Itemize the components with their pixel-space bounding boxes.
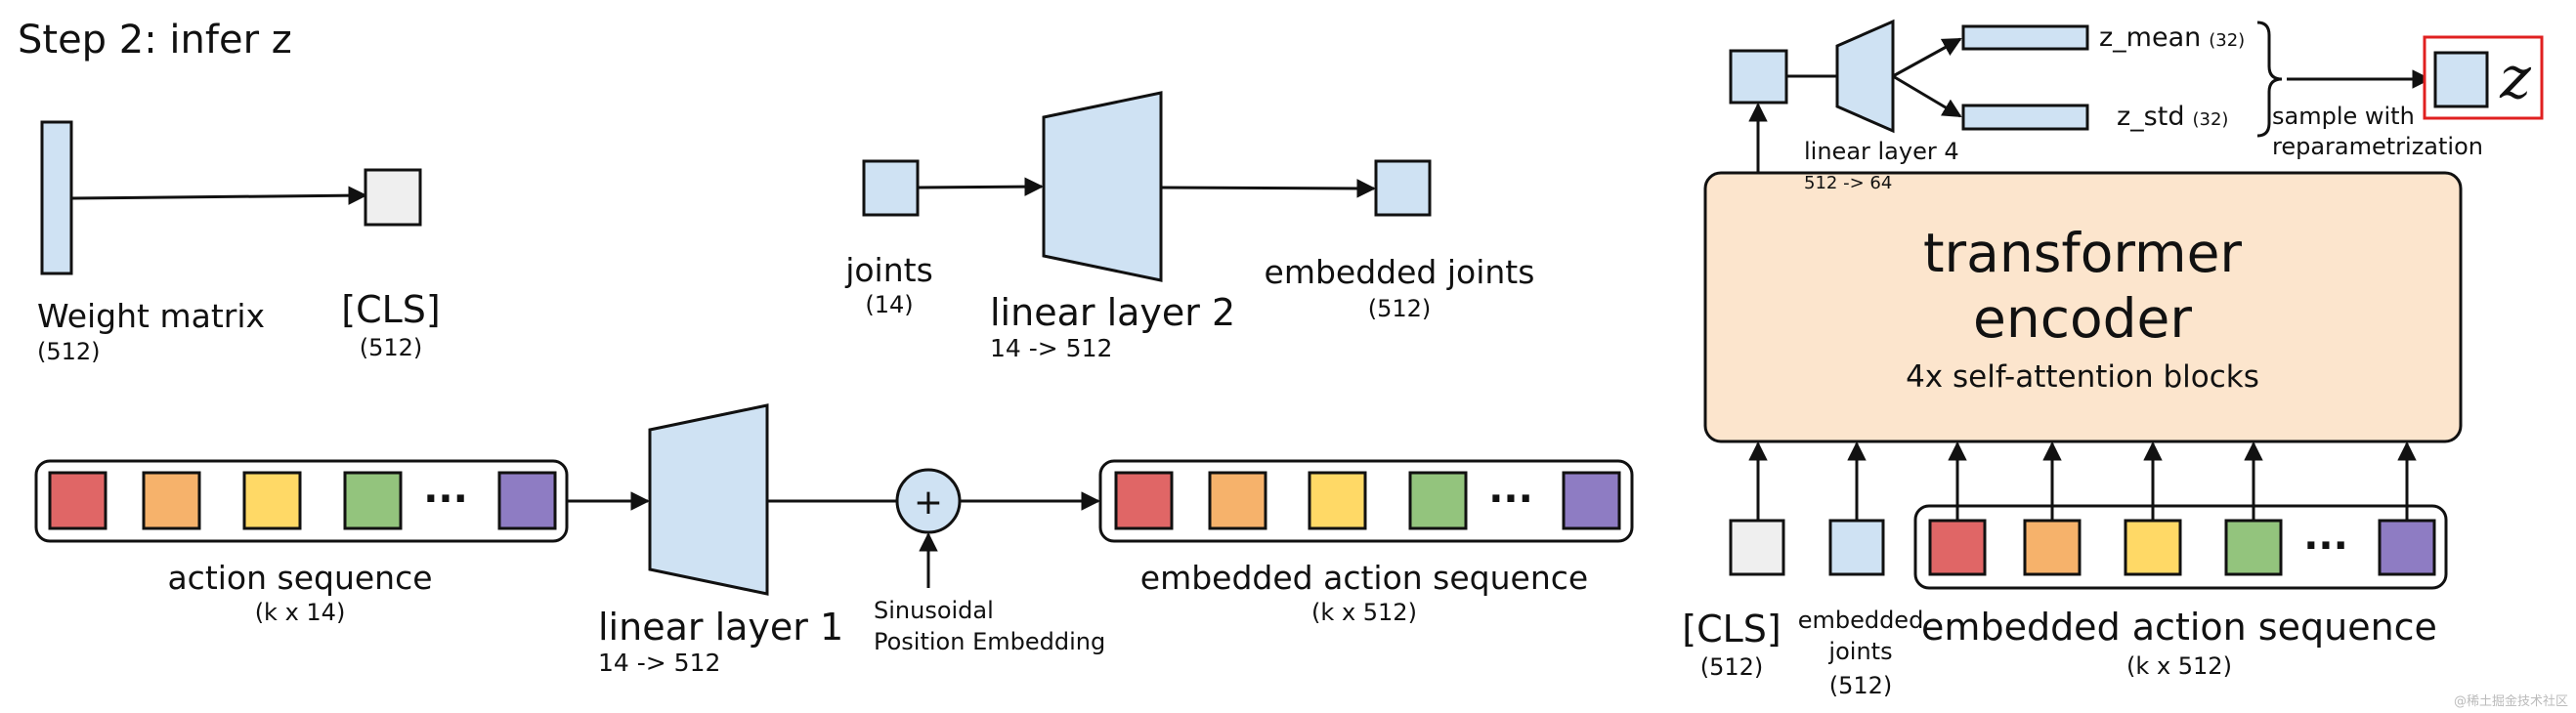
linear-layer-1-dim: 14 -> 512 [598, 649, 720, 677]
embedded-action-bottom-ellipsis: ··· [2303, 524, 2348, 568]
linear-layer-4-dim: 512 -> 64 [1804, 173, 1892, 193]
pos-embedding-line2: Position Embedding [874, 628, 1105, 655]
action-token-yellow [242, 471, 302, 530]
encoder-title-line2: encoder [1973, 287, 2192, 350]
weight-matrix-block [40, 120, 73, 275]
embedded-joints-top-dim: (512) [1368, 295, 1432, 322]
sample-label-line1: sample with [2272, 103, 2415, 130]
embedded-token-green [1408, 471, 1468, 530]
encoder-input-token-purple [2378, 519, 2436, 576]
joints-dim: (14) [865, 291, 913, 318]
embedded-joints-bottom-dim: (512) [1829, 672, 1893, 699]
embedded-joints-bottom-line1: embedded [1798, 607, 1924, 634]
linear4-to-zmean-arrow [1892, 37, 1962, 78]
transformer-encoder-block [1703, 171, 2463, 443]
watermark: @稀土掘金技术社区 [2454, 693, 2568, 709]
linear-layer-2-label: linear layer 2 [990, 291, 1235, 334]
embedded-joints-bottom-block [1828, 519, 1885, 576]
linear-layer-4-shape [1835, 19, 1895, 134]
z-mean-label: z_mean (32) [2099, 22, 2245, 53]
cls-token-bottom [1729, 519, 1785, 576]
cls-top-dim: (512) [360, 334, 423, 361]
embedded-token-orange [1208, 471, 1267, 530]
encoder-subtitle: 4x self-attention blocks [1906, 359, 2259, 395]
plus-symbol: + [914, 482, 943, 523]
embedded-token-red [1114, 471, 1174, 530]
page-title: Step 2: infer z [18, 18, 292, 63]
action-sequence-ellipsis: ··· [423, 477, 468, 522]
action-token-orange [142, 471, 201, 530]
joints-label: joints [844, 251, 933, 289]
z-std-label: z_std (32) [2117, 102, 2228, 132]
action-token-red [48, 471, 107, 530]
z-std-block [1961, 104, 2089, 131]
sample-label-line2: reparametrization [2272, 133, 2483, 160]
embedded-action-mid-ellipsis: ··· [1488, 477, 1533, 522]
embedded-joints-bottom-line2: joints [1827, 638, 1892, 665]
cls-token-top [364, 168, 422, 227]
linear-layer-1-shape [648, 403, 769, 596]
embedded-joints-top-block [1374, 159, 1432, 217]
embedded-action-bottom-dim: (k x 512) [2126, 652, 2232, 680]
cls-bottom-label: [CLS] [1682, 608, 1781, 650]
pos-embedding-line1: Sinusoidal [874, 597, 994, 624]
embedded-action-mid-dim: (k x 512) [1311, 599, 1417, 626]
encoder-output-block [1729, 49, 1788, 105]
linear-layer-2-dim: 14 -> 512 [990, 334, 1112, 362]
z-mean-dim: (32) [2209, 30, 2245, 51]
action-sequence-label: action sequence [167, 559, 432, 597]
encoder-input-token-yellow [2124, 519, 2182, 576]
z-output-block [2433, 51, 2489, 108]
embedded-token-yellow [1308, 471, 1367, 530]
encoder-input-token-green [2224, 519, 2283, 576]
sample-brace [2256, 21, 2283, 138]
action-token-green [343, 471, 403, 530]
linear4-to-zstd-arrow [1892, 74, 1962, 118]
linear-layer-4-label: linear layer 4 [1804, 138, 1959, 165]
joints-block [862, 159, 920, 217]
encoder-input-token-red [1928, 519, 1987, 576]
cls-bottom-dim: (512) [1700, 653, 1764, 681]
encoder-input-token-orange [2023, 519, 2082, 576]
encoder-title-line1: transformer [1923, 222, 2242, 284]
z-std-name: z_std [2117, 102, 2184, 132]
joints-to-linear2-arrow [917, 177, 1044, 196]
cls-top-label: [CLS] [341, 288, 440, 331]
z-mean-name: z_mean [2099, 22, 2201, 53]
action-sequence-dim: (k x 14) [255, 599, 346, 626]
z-std-dim: (32) [2192, 109, 2228, 130]
weight-matrix-dim: (512) [37, 338, 101, 365]
z-mean-block [1961, 24, 2089, 51]
weight-to-cls-arrow [70, 186, 367, 205]
z-symbol: z [2499, 44, 2531, 112]
embedded-action-bottom-label: embedded action sequence [1921, 606, 2437, 649]
action-token-purple [497, 471, 557, 530]
linear2-to-embedded-arrow [1160, 179, 1376, 198]
linear-layer-1-label: linear layer 1 [598, 606, 843, 649]
embedded-token-purple [1562, 471, 1621, 530]
weight-matrix-label: Weight matrix [37, 297, 265, 335]
embedded-joints-top-label: embedded joints [1265, 253, 1535, 291]
linear-layer-2-shape [1042, 91, 1163, 282]
embedded-action-mid-label: embedded action sequence [1140, 559, 1588, 597]
